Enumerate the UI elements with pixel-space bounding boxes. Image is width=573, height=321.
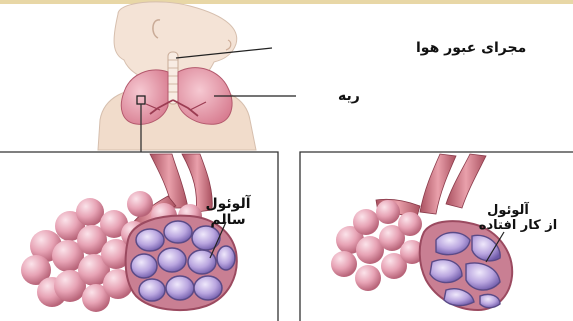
airway-label: مجرای عبور هوا bbox=[416, 40, 526, 56]
damaged-alveoli-label-line1: آلوئول bbox=[487, 201, 529, 218]
healthy-alveoli-illustration bbox=[21, 154, 237, 312]
damaged-alveoli-label-line2: از کار افتاده bbox=[479, 218, 557, 233]
healthy-alveoli-label-line2: سالم bbox=[210, 212, 245, 228]
lung-label: ریه bbox=[338, 88, 360, 104]
healthy-alveoli-label-line1: آلوئول bbox=[205, 194, 251, 212]
child-figure bbox=[98, 2, 256, 150]
